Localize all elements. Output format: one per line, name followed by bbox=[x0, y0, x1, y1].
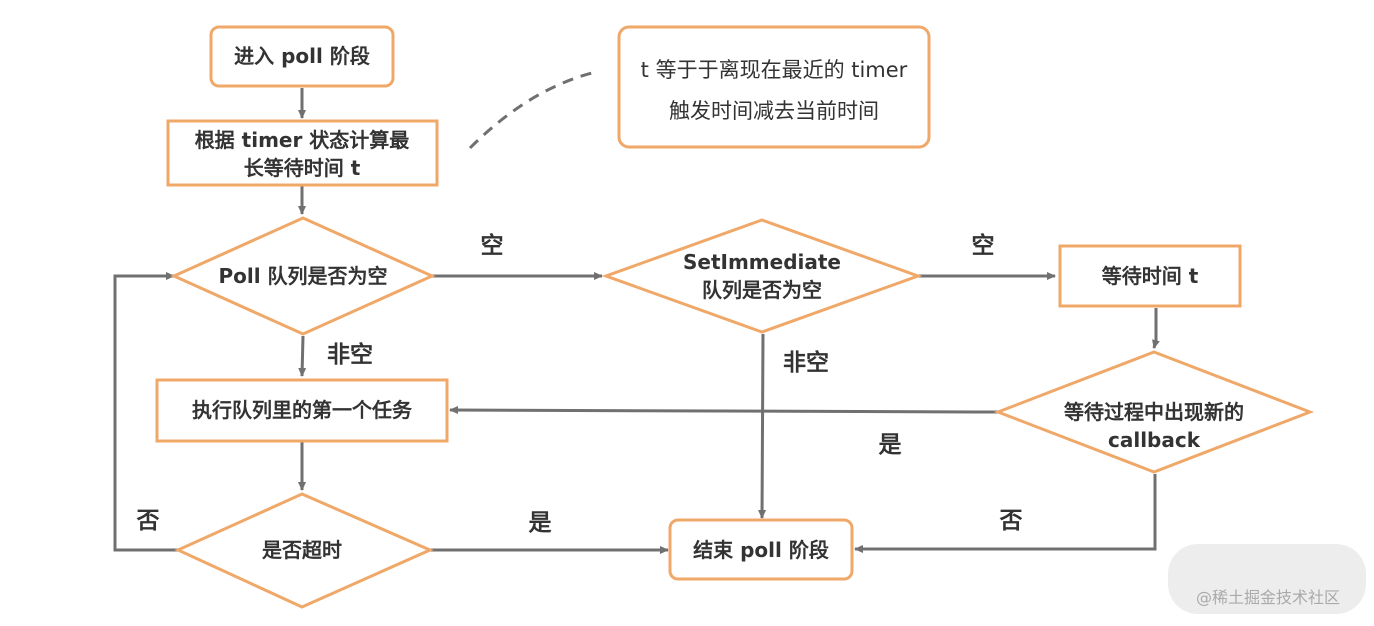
timeout-decision bbox=[174, 492, 434, 609]
label-callback-no: 否 bbox=[999, 508, 1023, 534]
label-poll-empty-yes: 空 bbox=[481, 232, 504, 259]
new-callback-label-line1: 等待过程中出现新的 bbox=[1064, 400, 1244, 424]
note-line1: t 等于于离现在最近的 timer bbox=[641, 58, 908, 82]
note-connector bbox=[468, 70, 597, 150]
edge-poll-to-execute bbox=[298, 335, 307, 377]
calc-label-line1: 根据 timer 状态计算最 bbox=[195, 128, 411, 152]
edges bbox=[113, 70, 1160, 554]
label-setimmediate-not-empty: 非空 bbox=[783, 349, 829, 376]
note-line2: 触发时间减去当前时间 bbox=[669, 99, 879, 123]
label-poll-not-empty: 非空 bbox=[327, 341, 373, 368]
edge-wait-to-callback bbox=[1152, 308, 1160, 349]
label-setimmediate-empty: 空 bbox=[972, 232, 995, 259]
watermark-blur-box bbox=[1168, 544, 1366, 614]
calc-node bbox=[166, 119, 439, 187]
label-timeout-yes: 是 bbox=[529, 510, 552, 536]
poll-empty-decision bbox=[170, 216, 436, 336]
poll-empty-label: Poll 队列是否为空 bbox=[218, 264, 387, 288]
end-label: 结束 poll 阶段 bbox=[693, 538, 829, 562]
edge-timeout-no-loop bbox=[113, 272, 178, 552]
calc-label-line2: 长等待时间 t bbox=[244, 156, 361, 180]
start-label: 进入 poll 阶段 bbox=[234, 44, 370, 68]
wait-node bbox=[1058, 244, 1242, 308]
end-node bbox=[668, 518, 854, 581]
edge-callback-to-execute bbox=[449, 406, 999, 415]
start-node bbox=[209, 25, 395, 88]
edge-callback-to-end bbox=[854, 474, 1157, 553]
note-box bbox=[617, 25, 931, 149]
edge-setimmediate-to-end bbox=[758, 333, 767, 519]
note-labels: t 等于于离现在最近的 timer 触发时间减去当前时间 bbox=[641, 58, 908, 123]
setimmediate-label-line2: 队列是否为空 bbox=[702, 278, 822, 302]
nodes bbox=[155, 25, 1315, 609]
node-labels: 进入 poll 阶段 根据 timer 状态计算最 长等待时间 t Poll 队… bbox=[192, 44, 1244, 562]
label-callback-yes: 是 bbox=[879, 432, 902, 458]
timeout-label: 是否超时 bbox=[261, 538, 342, 562]
wait-label: 等待时间 t bbox=[1102, 264, 1199, 288]
setimmediate-label-line1: SetImmediate bbox=[683, 250, 841, 274]
watermark-label: @稀土掘金技术社区 bbox=[1196, 588, 1340, 607]
label-timeout-no: 否 bbox=[136, 508, 160, 534]
execute-label: 执行队列里的第一个任务 bbox=[192, 398, 413, 422]
setimmediate-decision bbox=[601, 218, 923, 334]
new-callback-decision bbox=[993, 350, 1315, 474]
watermark: @稀土掘金技术社区 bbox=[1168, 544, 1366, 614]
edge-labels: 空 非空 空 非空 是 否 否 是 bbox=[136, 232, 1023, 536]
new-callback-label-line2: callback bbox=[1108, 428, 1201, 452]
execute-node bbox=[155, 378, 449, 443]
